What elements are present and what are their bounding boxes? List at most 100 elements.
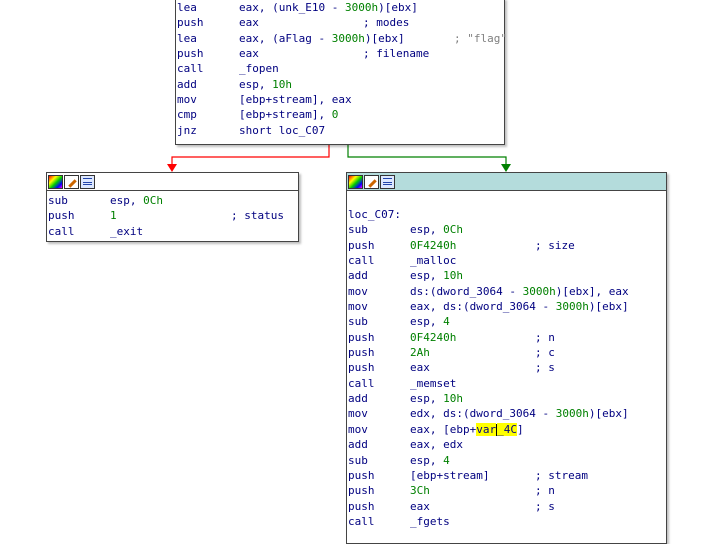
numeric-operand: 0F4240h [410,238,457,252]
mnemonic: sub [48,194,68,207]
graph-overview-icon[interactable] [80,174,95,189]
operand: esp, [410,315,444,329]
code-line[interactable]: add esp, 10h [347,391,666,406]
edit-node-icon[interactable] [364,174,379,189]
operand: esp, [410,392,444,406]
operand: eax [239,47,259,61]
code-line[interactable]: sub esp, 4 [347,314,666,329]
mnemonic: add [348,269,368,283]
numeric-operand: 2Ah [410,346,430,360]
numeric-operand: 0F4240h [410,330,457,344]
operand: short loc_C07 [239,123,326,137]
label-spacer [347,191,666,207]
mnemonic: add [348,392,368,406]
highlighted-operand[interactable]: _4C [497,422,517,436]
mnemonic: push [348,468,375,482]
code-line[interactable]: call_memset [347,376,666,391]
line-comment: ; filename [363,47,430,61]
operand: _exit [110,224,144,238]
code-line[interactable]: mov[ebp+stream], eax [176,92,504,107]
true-branch-arrowhead [501,164,511,172]
text-cursor [496,423,498,436]
code-line[interactable]: cmp[ebp+stream], 0 [176,107,504,122]
exit-block-header [47,173,298,191]
highlighted-operand[interactable]: var [476,422,497,436]
numeric-operand: 4 [443,315,450,329]
line-comment: ; n [535,330,555,344]
code-line[interactable]: push[ebp+stream]; stream [347,468,666,483]
mnemonic: add [348,438,368,452]
code-line[interactable]: mov eax, [ebp+var_4C] [347,422,666,437]
numeric-operand: 10h [272,77,292,91]
operand: [ebp+stream] [410,468,490,482]
mnemonic: call [48,224,75,238]
operand: _malloc [410,254,457,268]
operand: [ebp+stream], eax [239,93,352,107]
numeric-operand: 3000h [331,31,365,45]
operand: ] [516,422,524,436]
operand: esp, [239,77,273,91]
true-branch-edge[interactable] [347,143,507,167]
line-comment: ; s [535,361,555,375]
mnemonic: call [348,254,375,268]
line-comment: ; "flag" [454,31,507,45]
false-branch-edge[interactable] [171,143,330,167]
graph-overview-icon[interactable] [380,174,395,189]
mnemonic: push [48,209,75,223]
mnemonic: sub [348,453,368,467]
mnemonic: mov [348,422,368,436]
mnemonic: call [348,514,375,528]
edit-node-icon[interactable] [64,174,79,189]
line-comment: ; s [535,499,555,513]
operand: _fopen [239,62,279,76]
mnemonic: mov [348,407,368,421]
code-line[interactable]: call _exit [47,224,298,239]
code-line[interactable]: call_fopen [176,61,504,76]
mnemonic: sub [348,315,368,329]
numeric-operand: 3000h [344,1,379,14]
code-line[interactable]: call _malloc [347,253,666,268]
color-palette-icon[interactable] [48,174,63,189]
operand: _fgets [410,514,450,528]
operand: eax, (unk_E10 - [239,1,345,14]
numeric-operand: 10h [443,392,463,406]
mnemonic: mov [348,284,368,298]
operand: eax, [ebp+ [410,422,477,436]
code-line[interactable]: call _fgets [347,514,666,529]
operand: )[ebx], eax [555,284,629,298]
loc-c07-label[interactable]: loc_C07: [348,208,401,221]
operand: ds:(dword_3064 - [410,284,523,298]
mnemonic: lea [177,31,197,45]
color-palette-icon[interactable] [348,174,363,189]
mnemonic: push [348,361,375,375]
numeric-operand: 3000h [555,407,589,421]
operand: eax, (aFlag - [239,31,332,45]
line-comment: ; c [535,346,555,360]
numeric-operand: 4 [443,453,450,467]
